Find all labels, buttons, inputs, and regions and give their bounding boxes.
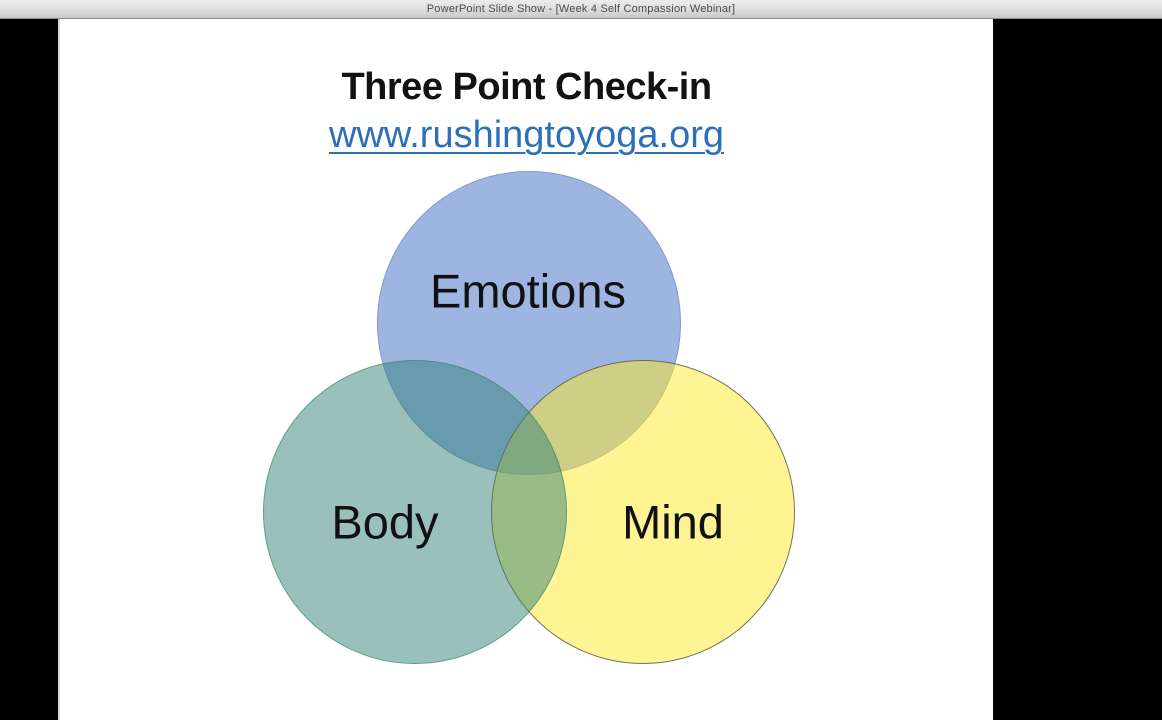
venn-circle-body <box>263 360 567 664</box>
venn-label-mind: Mind <box>622 495 724 549</box>
window-titlebar[interactable]: PowerPoint Slide Show - [Week 4 Self Com… <box>0 0 1162 19</box>
venn-diagram: Emotions Body Mind <box>60 19 993 720</box>
slide-canvas[interactable]: Three Point Check-in www.rushingtoyoga.o… <box>58 19 993 720</box>
website-link[interactable]: www.rushingtoyoga.org <box>329 114 724 157</box>
window-title: PowerPoint Slide Show - [Week 4 Self Com… <box>426 3 736 15</box>
slide-header: Three Point Check-in www.rushingtoyoga.o… <box>60 63 993 160</box>
letterbox-left <box>0 19 58 720</box>
venn-label-body: Body <box>331 495 439 549</box>
letterbox-right <box>993 19 1162 720</box>
slide-title: Three Point Check-in <box>341 66 712 108</box>
venn-label-emotions: Emotions <box>430 264 626 318</box>
